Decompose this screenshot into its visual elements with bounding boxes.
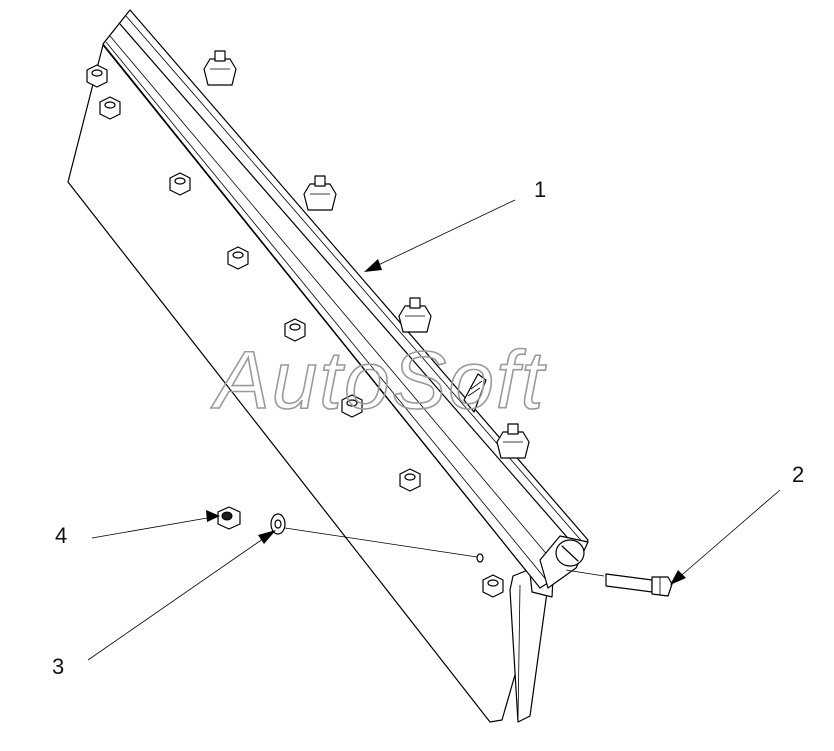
knob (496, 423, 530, 459)
arrowhead-1 (364, 259, 382, 272)
arrowhead-2 (670, 570, 686, 585)
knob (398, 297, 432, 333)
mounting-hole (476, 553, 484, 563)
nut (341, 394, 363, 418)
leader-3 (87, 533, 271, 661)
arrowhead-3 (258, 530, 276, 544)
leader-1 (371, 199, 516, 269)
nut (284, 318, 306, 342)
pin-part (565, 569, 673, 597)
plate-nuts (86, 64, 504, 598)
arrowhead-4 (206, 510, 220, 522)
nut (399, 468, 421, 492)
washer-part (270, 513, 286, 535)
side-bracket (509, 569, 554, 723)
callout-2: 2 (792, 462, 804, 487)
leader-2 (675, 489, 781, 581)
knob-row (203, 50, 530, 459)
callout-3: 3 (52, 654, 64, 679)
nut (86, 64, 108, 88)
nut (482, 574, 504, 598)
nut (227, 246, 249, 270)
callout-4: 4 (55, 523, 67, 548)
watermark: AutoSoft (210, 335, 547, 426)
nut (99, 96, 121, 120)
leader-lines (87, 199, 781, 661)
loose-nut-part (217, 506, 241, 530)
hose-barb-fitting (463, 373, 487, 413)
callout-1: 1 (534, 177, 546, 202)
nut (169, 172, 191, 196)
assembly-line (284, 527, 478, 558)
knob (303, 175, 337, 211)
leader-4 (91, 516, 214, 539)
knob (203, 50, 237, 86)
